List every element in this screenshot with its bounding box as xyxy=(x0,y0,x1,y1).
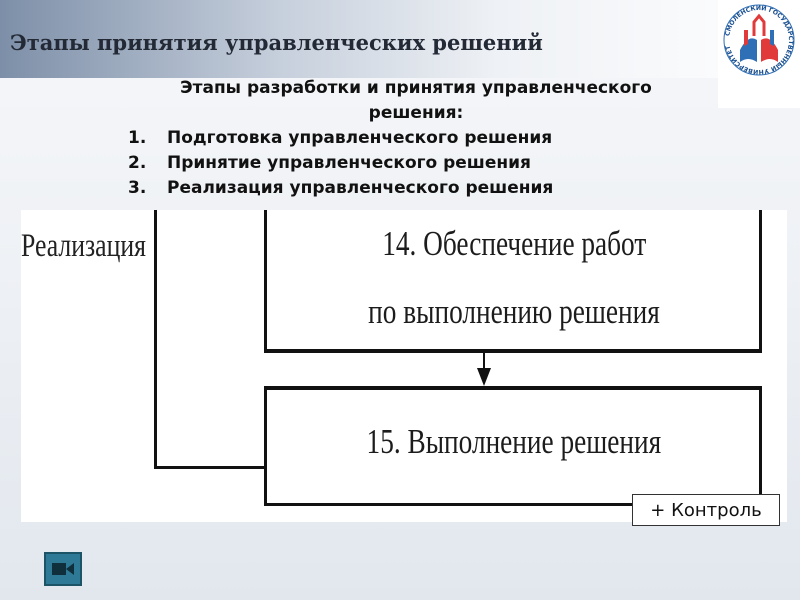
stage-label: Реализация управленческого решения xyxy=(167,178,554,198)
process-diagram: Реализация 14. Обеспечение работ по выпо… xyxy=(21,210,787,522)
university-book-icon: СМОЛЕНСКИЙ ГОСУДАРСТВЕННЫЙ УНИВЕРСИТЕТ xyxy=(723,3,795,76)
flow-arrow-shaft xyxy=(483,353,485,371)
box15-top-border xyxy=(264,386,762,390)
stages-list: Этапы разработки и принятия управленческ… xyxy=(96,76,736,201)
phase-bracket-vertical xyxy=(154,210,157,468)
box15-right-border xyxy=(759,386,762,506)
control-button[interactable]: + Контроль xyxy=(632,494,780,526)
svg-text:СМОЛЕНСКИЙ ГОСУДАРСТВЕННЫЙ УНИ: СМОЛЕНСКИЙ ГОСУДАРСТВЕННЫЙ УНИВЕРСИТЕТ xyxy=(724,3,794,75)
stages-heading: Этапы разработки и принятия управленческ… xyxy=(96,76,736,126)
video-button[interactable] xyxy=(44,552,82,586)
box14-line1: 14. Обеспечение работ xyxy=(381,224,647,263)
stage-label: Принятие управленческого решения xyxy=(167,153,531,173)
video-camera-lens-icon xyxy=(66,563,74,575)
box14-right-border xyxy=(759,210,762,352)
stages-heading-line2: решения: xyxy=(368,103,464,123)
box15-bottom-border xyxy=(264,503,762,506)
box14-line2: по выполнению решения xyxy=(368,292,660,331)
stage-item-adoption: 2. Принятие управленческого решения xyxy=(96,151,736,176)
stages-heading-line1: Этапы разработки и принятия управленческ… xyxy=(180,78,652,98)
slide-title: Этапы принятия управленческих решений xyxy=(10,30,543,55)
box15-text: 15. Выполнение решения xyxy=(366,422,662,461)
phase-bracket-horizontal xyxy=(154,466,266,469)
stage-item-preparation: 1. Подготовка управленческого решения xyxy=(96,126,736,151)
video-camera-icon xyxy=(52,563,66,575)
stage-number: 3. xyxy=(128,178,147,198)
header-bar xyxy=(0,0,800,78)
box14-left-border xyxy=(264,210,267,352)
stage-number: 2. xyxy=(128,153,147,173)
box15-left-border xyxy=(264,386,267,506)
stage-item-implementation: 3. Реализация управленческого решения xyxy=(96,176,736,201)
stage-label: Подготовка управленческого решения xyxy=(167,128,553,148)
flow-arrow-down-icon xyxy=(477,368,491,386)
phase-label: Реализация xyxy=(21,228,146,264)
stage-number: 1. xyxy=(128,128,147,148)
university-logo: СМОЛЕНСКИЙ ГОСУДАРСТВЕННЫЙ УНИВЕРСИТЕТ xyxy=(718,0,800,108)
box14-bottom-border xyxy=(264,349,762,353)
